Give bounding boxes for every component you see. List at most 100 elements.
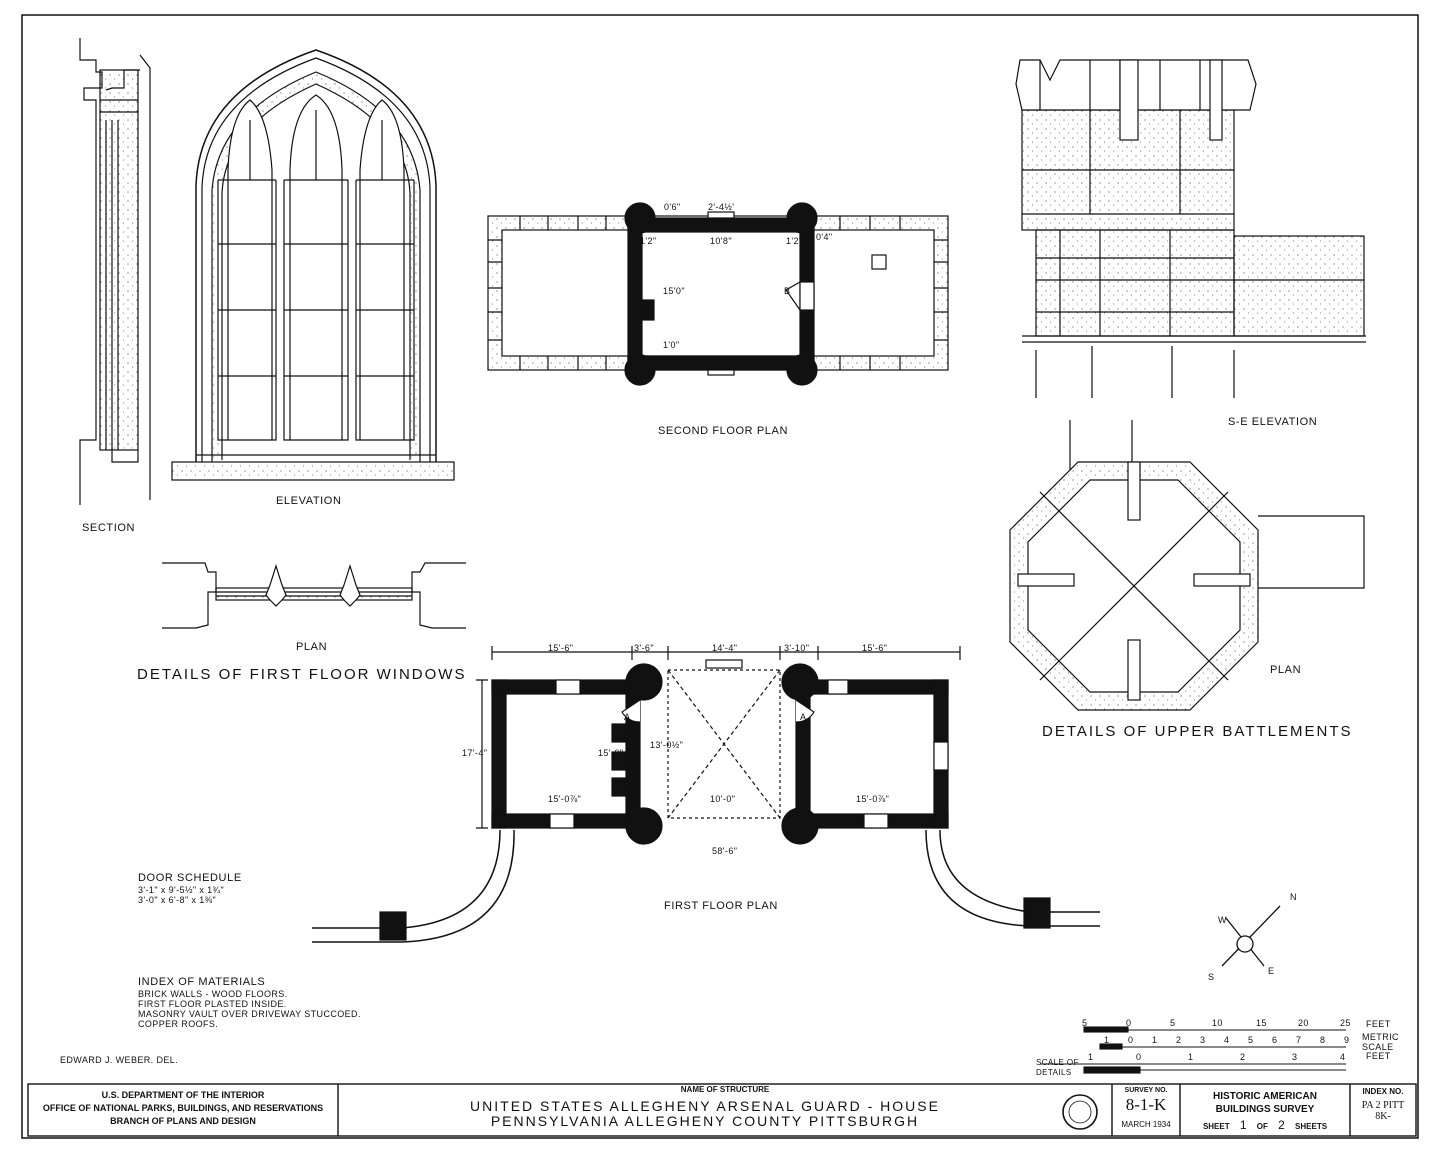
sheet-total: 2 bbox=[1278, 1118, 1285, 1132]
sheet-word: SHEET bbox=[1202, 1122, 1230, 1131]
scale-tick: 20 bbox=[1298, 1018, 1309, 1028]
title-block-agency: U.S. DEPARTMENT OF THE INTERIOR OFFICE O… bbox=[30, 1089, 336, 1128]
window-plan-drawing bbox=[162, 562, 466, 629]
scale-metric-label: METRIC SCALE bbox=[1362, 1032, 1399, 1052]
second-floor-plan-drawing bbox=[487, 202, 949, 386]
scale-details-label: SCALE OF DETAILS bbox=[1036, 1058, 1079, 1077]
door-tag: A bbox=[624, 712, 631, 722]
dim-label: 3'-10" bbox=[784, 643, 810, 653]
scale-tick: 4 bbox=[1340, 1052, 1346, 1062]
scale-tick: 1 bbox=[1088, 1052, 1094, 1062]
structure-name: UNITED STATES ALLEGHENY ARSENAL GUARD - … bbox=[340, 1099, 1070, 1129]
index-no-label: INDEX NO. bbox=[1362, 1087, 1404, 1096]
windows-details-title: DETAILS OF FIRST FLOOR WINDOWS bbox=[137, 666, 467, 683]
window-section-drawing bbox=[79, 38, 151, 505]
second-floor-plan-label: SECOND FLOOR PLAN bbox=[658, 425, 789, 437]
scale-tick: 0 bbox=[1136, 1052, 1142, 1062]
scale-tick: 4 bbox=[1224, 1035, 1230, 1045]
scale-tick: 7 bbox=[1296, 1035, 1302, 1045]
se-elevation-label: S-E ELEVATION bbox=[1228, 416, 1318, 428]
dim-label: 13'-0½" bbox=[650, 740, 684, 750]
scale-tick: 3 bbox=[1200, 1035, 1206, 1045]
door-schedule-title: DOOR SCHEDULE bbox=[138, 872, 242, 884]
dim-label: 0'4" bbox=[816, 232, 833, 242]
door-schedule-line: 3'-0" x 6'-8" x 1⅜" bbox=[138, 895, 217, 905]
first-floor-plan-label: FIRST FLOOR PLAN bbox=[664, 900, 778, 912]
dim-label: 15'-6" bbox=[548, 643, 574, 653]
sheet-count: SHEET 1 OF 2 SHEETS bbox=[1182, 1118, 1348, 1132]
scale-tick: 0 bbox=[1126, 1018, 1132, 1028]
structure-name-line1: UNITED STATES ALLEGHENY ARSENAL GUARD - … bbox=[470, 1098, 940, 1114]
se-elevation-drawing bbox=[1015, 59, 1366, 398]
sheets-word: SHEETS bbox=[1295, 1122, 1328, 1131]
window-elevation-drawing bbox=[171, 49, 455, 481]
scale-tick: 5 bbox=[1248, 1035, 1254, 1045]
first-floor-plan-drawing bbox=[312, 646, 1100, 943]
dim-label: 17'-4" bbox=[462, 748, 488, 758]
scale-tick: 0 bbox=[1128, 1035, 1134, 1045]
door-tag: B bbox=[784, 286, 791, 296]
dim-label: 0'6" bbox=[664, 202, 681, 212]
scale-feet-label: FEET bbox=[1366, 1019, 1391, 1029]
scale-tick: 9 bbox=[1344, 1035, 1350, 1045]
scale-tick: 15 bbox=[1256, 1018, 1267, 1028]
compass-s: S bbox=[1208, 972, 1215, 982]
materials-line: COPPER ROOFS. bbox=[138, 1019, 219, 1029]
window-plan-label: PLAN bbox=[296, 641, 328, 653]
office-line: OFFICE OF NATIONAL PARKS, BUILDINGS, AND… bbox=[42, 1103, 324, 1113]
dim-label: 3'-6" bbox=[634, 643, 654, 653]
dim-label: 15'-0⅞" bbox=[548, 794, 582, 804]
battlement-plan-label: PLAN bbox=[1270, 664, 1302, 676]
battlements-details-title: DETAILS OF UPPER BATTLEMENTS bbox=[1042, 723, 1353, 740]
door-tag: A bbox=[800, 712, 807, 722]
scale-tick: 8 bbox=[1320, 1035, 1326, 1045]
dim-label: 10'8" bbox=[710, 236, 732, 246]
scale-tick: 1 bbox=[1188, 1052, 1194, 1062]
scale-tick: 5 bbox=[1170, 1018, 1176, 1028]
dim-label: 15'-0⅞" bbox=[856, 794, 890, 804]
dim-label: 1'0" bbox=[663, 340, 680, 350]
compass-e: E bbox=[1268, 966, 1275, 976]
scale-tick: 10 bbox=[1212, 1018, 1223, 1028]
title-block-frame bbox=[27, 1083, 1417, 1137]
scale-feet-label-2: FEET bbox=[1366, 1051, 1391, 1061]
draftsman-credit: EDWARD J. WEBER. DEL. bbox=[60, 1055, 179, 1065]
habs-line1: HISTORIC AMERICAN bbox=[1213, 1091, 1317, 1102]
habs-line2: BUILDINGS SURVEY bbox=[1215, 1104, 1315, 1115]
compass-rose bbox=[1221, 905, 1281, 967]
dim-label: 15'-6" bbox=[862, 643, 888, 653]
dept-line: U.S. DEPARTMENT OF THE INTERIOR bbox=[101, 1090, 265, 1100]
survey-no: 8-1-K bbox=[1125, 1095, 1167, 1114]
dim-label: 1'2" bbox=[786, 236, 803, 246]
dim-label: 15'0" bbox=[663, 286, 685, 296]
dim-label: 2'-4½' bbox=[708, 202, 735, 212]
branch-line: BRANCH OF PLANS AND DESIGN bbox=[110, 1116, 256, 1126]
survey-no-label: SURVEY NO. bbox=[1124, 1087, 1168, 1094]
compass-w: W bbox=[1218, 915, 1227, 925]
scale-tick: 5 bbox=[1082, 1018, 1088, 1028]
scale-tick: 3 bbox=[1292, 1052, 1298, 1062]
index-no: PA 2 PITT 8K- bbox=[1361, 1100, 1405, 1122]
sheet-border bbox=[21, 14, 1419, 1139]
of-word: OF bbox=[1256, 1122, 1268, 1131]
dim-label: 58'-6" bbox=[712, 846, 738, 856]
structure-name-line2: PENNSYLVANIA ALLEGHENY COUNTY PITTSBURGH bbox=[490, 1113, 920, 1129]
name-of-structure-label: NAME OF STRUCTURE bbox=[680, 1085, 770, 1094]
scale-tick: 1 bbox=[1104, 1035, 1110, 1045]
dim-label: 14'-4" bbox=[712, 643, 738, 653]
scale-bar bbox=[1040, 1026, 1346, 1074]
materials-title: INDEX OF MATERIALS bbox=[138, 976, 266, 988]
scale-tick: 2 bbox=[1240, 1052, 1246, 1062]
door-schedule-line: 3'-1" x 9'-5½" x 1¾" bbox=[138, 885, 225, 895]
battlement-plan-drawing bbox=[1009, 420, 1365, 711]
compass-n: N bbox=[1290, 892, 1297, 902]
materials-line: BRICK WALLS - WOOD FLOORS. bbox=[138, 989, 288, 999]
materials-line: FIRST FLOOR PLASTED INSIDE. bbox=[138, 999, 287, 1009]
section-label: SECTION bbox=[82, 522, 136, 534]
habs-title: HISTORIC AMERICAN BUILDINGS SURVEY bbox=[1182, 1090, 1348, 1116]
elevation-label: ELEVATION bbox=[276, 495, 342, 507]
materials-line: MASONRY VAULT OVER DRIVEWAY STUCCOED. bbox=[138, 1009, 361, 1019]
scale-tick: 2 bbox=[1176, 1035, 1182, 1045]
sheet-number: 1 bbox=[1239, 1118, 1247, 1132]
